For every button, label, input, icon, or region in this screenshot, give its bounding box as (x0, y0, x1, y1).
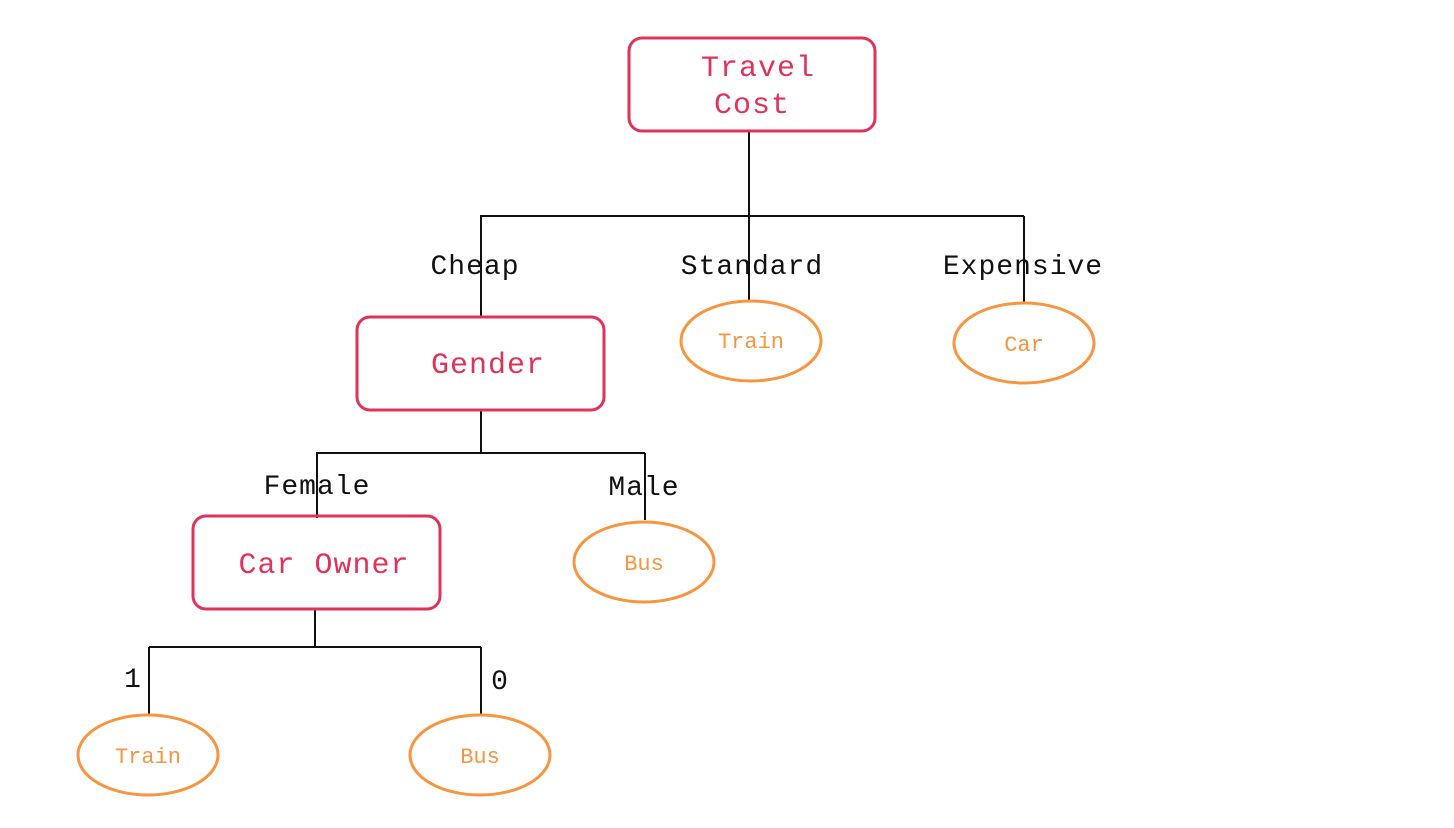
branch-label-female: Female (264, 472, 371, 503)
car-owner-label: Car Owner (238, 549, 409, 583)
leaf-owner-yes-label: Train (115, 745, 181, 770)
decision-node-gender: Gender (355, 315, 606, 412)
branch-label-expensive: Expensive (943, 252, 1103, 283)
leaf-node-expensive-car: Car (952, 301, 1096, 385)
branch-label-male: Male (608, 473, 679, 504)
leaf-node-standard-train: Train (679, 299, 823, 383)
leaf-owner-yes-ellipse (76, 713, 220, 797)
car-owner-box (191, 514, 442, 611)
branch-label-owner-no: 0 (491, 667, 509, 698)
branch-label-owner-yes: 1 (124, 665, 142, 696)
decision-node-car-owner: Car Owner (191, 514, 442, 611)
leaf-expensive-ellipse (952, 301, 1096, 385)
gender-box (355, 315, 606, 412)
connector-lines (148, 131, 1025, 715)
leaf-expensive-label: Car (1004, 333, 1044, 358)
leaf-male-label: Bus (624, 552, 664, 577)
decision-node-travel-cost: Travel Cost (627, 36, 877, 133)
travel-cost-box (627, 36, 877, 133)
gender-label: Gender (431, 349, 545, 383)
leaf-male-ellipse (572, 520, 716, 604)
leaf-node-owner-yes-train: Train (76, 713, 220, 797)
leaf-owner-no-ellipse (408, 713, 552, 797)
branch-labels: Cheap Standard Expensive Female Male 1 0 (124, 252, 1103, 698)
travel-cost-label-line2: Cost (714, 89, 790, 123)
leaf-standard-label: Train (718, 330, 784, 355)
branch-label-standard: Standard (681, 252, 823, 283)
leaf-standard-ellipse (679, 299, 823, 383)
leaf-owner-no-label: Bus (460, 745, 500, 770)
branch-label-cheap: Cheap (430, 252, 519, 283)
travel-cost-label-line1: Travel (701, 52, 815, 86)
leaf-node-owner-no-bus: Bus (408, 713, 552, 797)
leaf-node-male-bus: Bus (572, 520, 716, 604)
